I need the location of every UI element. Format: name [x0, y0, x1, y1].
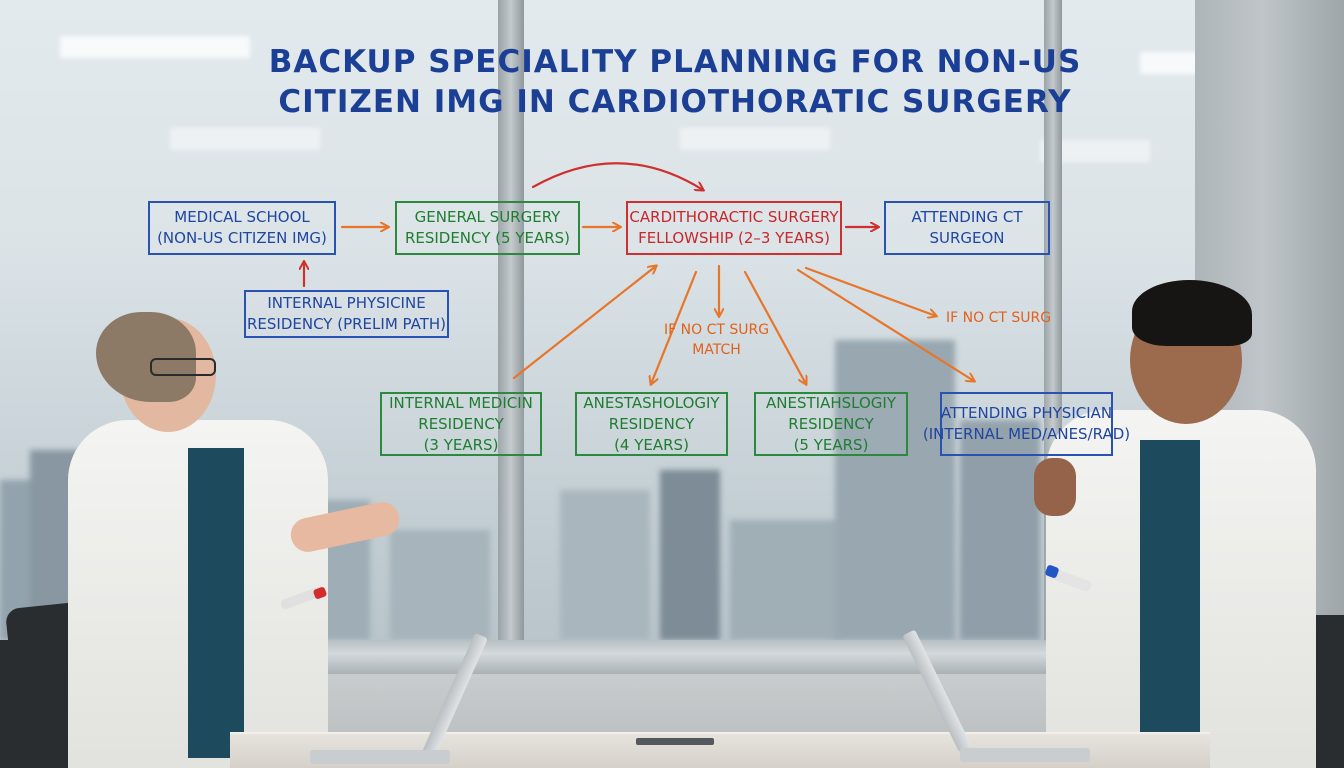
node-label: SURGEON	[929, 229, 1005, 247]
city-building	[960, 420, 1040, 640]
glasses-icon	[150, 358, 216, 376]
doctor-left-scrubs	[188, 448, 244, 758]
node-ct-fellowship: CARDITHORACTIC SURGERY FELLOWSHIP (2–3 Y…	[626, 201, 842, 255]
laptop-keyboard	[310, 750, 450, 764]
node-label: ANESTASHOLOGIY	[583, 393, 720, 412]
node-label: RESIDENCY	[418, 414, 504, 433]
node-label: FELLOWSHIP (2–3 YEARS)	[638, 229, 830, 247]
doctor-right-scrubs	[1140, 440, 1200, 760]
node-attending-ct: ATTENDING CT SURGEON	[884, 201, 1050, 255]
window-frame	[498, 0, 524, 650]
ceiling-light-reflection	[60, 36, 250, 58]
city-building	[560, 490, 650, 640]
node-internal-medicin: INTERNAL MEDICIN RESIDENCY (3 YEARS)	[380, 392, 542, 456]
arrow-fellowship-to-right-note	[804, 266, 936, 316]
city-building	[660, 470, 720, 640]
city-building	[390, 530, 490, 640]
node-label: RESIDENCY (PRELIM PATH)	[247, 315, 446, 333]
node-label: INTERNAL MEDICIN	[389, 393, 533, 412]
node-label: (INTERNAL MED/ANES/RAD)	[922, 425, 1131, 443]
city-building	[835, 340, 955, 640]
arrow-fellowship-to-internal-medicin	[512, 266, 656, 380]
node-label: RESIDENCY (5 YEARS)	[404, 229, 571, 247]
phone-icon	[636, 738, 714, 745]
node-anesthesiology-4: ANESTASHOLOGIY RESIDENCY (4 YEARS)	[575, 392, 728, 456]
node-medical-school: MEDICAL SCHOOL (NON-US CITIZEN IMG)	[148, 201, 336, 255]
arrow-curved-skip	[531, 162, 703, 190]
diagram-title: BACKUP SPECIALITY PLANNING FOR NON-US CI…	[250, 42, 1100, 122]
node-label: (5 YEARS)	[793, 435, 869, 454]
node-label: ANESTIAHSLOGIY	[766, 393, 896, 412]
arrow-fellowship-to-anesthesiology-4	[651, 270, 698, 384]
laptop-keyboard	[960, 748, 1090, 762]
office-chair	[0, 640, 30, 768]
doctor-right-hand	[1034, 458, 1076, 516]
diagram-title-line: CITIZEN IMG IN CARDIOTHORATIC SURGERY	[278, 84, 1072, 120]
ceiling-light-reflection	[170, 128, 320, 150]
city-building	[730, 520, 840, 640]
node-label: GENERAL SURGERY	[414, 208, 561, 226]
node-label: MEDICAL SCHOOL	[174, 208, 310, 226]
node-label: ATTENDING CT	[911, 208, 1023, 226]
note-no-match-right: IF NO CT SURG	[946, 308, 1051, 328]
node-label: RESIDENCY	[788, 414, 874, 433]
node-label: (3 YEARS)	[423, 435, 499, 454]
node-attending-physician: ATTENDING PHYSICIAN (INTERNAL MED/ANES/R…	[923, 392, 1130, 456]
arrow-fellowship-to-anesthesiology-5	[743, 270, 806, 384]
node-label: (4 YEARS)	[614, 435, 689, 454]
note-line: MATCH	[692, 342, 741, 358]
node-label: CARDITHORACTIC SURGERY	[629, 208, 839, 226]
doctor-right-hair	[1132, 280, 1252, 346]
note-no-match-center: IF NO CT SURG MATCH	[664, 320, 769, 360]
diagram-title-line: BACKUP SPECIALITY PLANNING FOR NON-US	[268, 44, 1082, 80]
node-label: (NON-US CITIZEN IMG)	[157, 229, 327, 247]
arrow-fellowship-to-attending-physician	[796, 268, 974, 381]
node-internal-physicine: INTERNAL PHYSICINE RESIDENCY (PRELIM PAT…	[244, 290, 449, 338]
node-label: RESIDENCY	[608, 414, 695, 433]
node-anesthesiology-5: ANESTIAHSLOGIY RESIDENCY (5 YEARS)	[754, 392, 908, 456]
node-label: ATTENDING PHYSICIAN	[940, 404, 1113, 422]
ceiling-light-reflection	[1040, 140, 1150, 162]
node-label: INTERNAL PHYSICINE	[267, 294, 426, 312]
ceiling-light-reflection	[680, 128, 830, 150]
note-line: IF NO CT SURG	[664, 322, 770, 338]
note-line: IF NO CT SURG	[946, 310, 1052, 326]
node-general-surgery: GENERAL SURGERY RESIDENCY (5 YEARS)	[395, 201, 580, 255]
doctor-left-hair	[96, 312, 196, 402]
